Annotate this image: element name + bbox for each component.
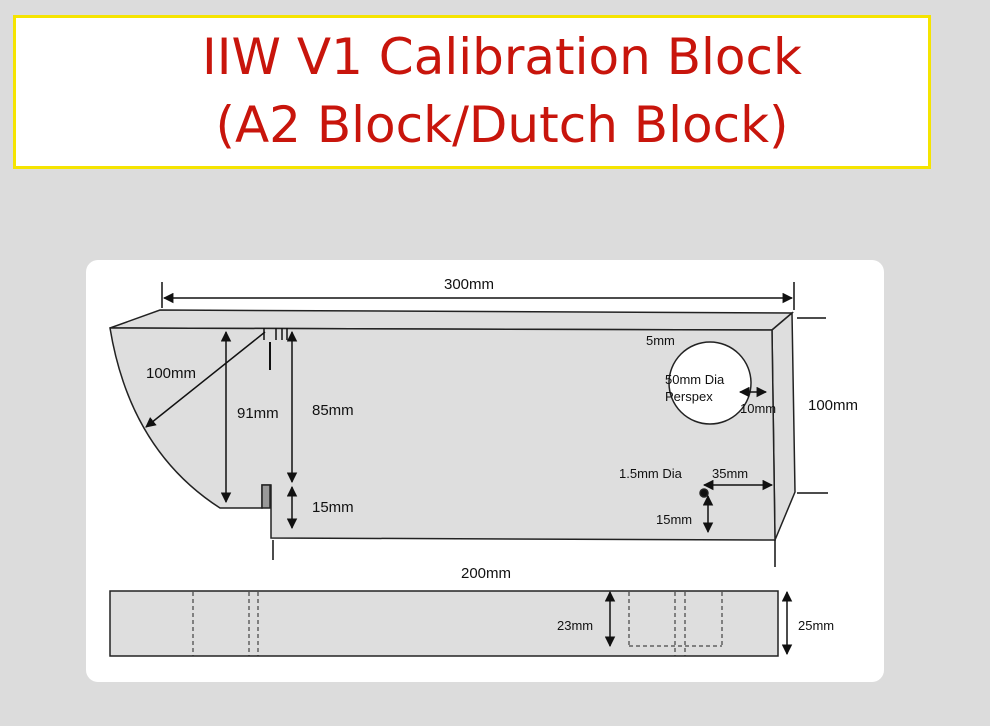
title-line-1: IIW V1 Calibration Block	[202, 28, 802, 86]
label-100mm-height: 100mm	[808, 397, 858, 414]
block-bottom-view	[109, 590, 779, 657]
title-box: IIW V1 Calibration Block (A2 Block/Dutch…	[13, 15, 931, 169]
dimension-lines	[145, 282, 828, 656]
hidden-lines	[192, 592, 723, 656]
label-25mm: 25mm	[798, 618, 834, 633]
label-notch-15mm: 15mm	[312, 499, 354, 516]
small-hole	[699, 488, 709, 498]
label-91mm: 91mm	[237, 405, 279, 422]
block-front-face	[109, 327, 776, 541]
label-hole-15mm: 15mm	[656, 512, 692, 527]
label-1-5mm-dia: 1.5mm Dia	[619, 466, 683, 481]
perspex-insert	[668, 341, 752, 425]
label-perspex: Perspex	[665, 389, 713, 404]
label-radius-100mm: 100mm	[146, 365, 196, 382]
title-line-2: (A2 Block/Dutch Block)	[215, 96, 789, 154]
block-side-face	[771, 311, 796, 541]
label-perspex-dia: 50mm Dia	[665, 372, 725, 387]
notch-slot	[261, 484, 271, 509]
label-85mm: 85mm	[312, 402, 354, 419]
label-10mm: 10mm	[740, 401, 776, 416]
label-200mm: 200mm	[461, 565, 511, 582]
label-5mm: 5mm	[646, 333, 675, 348]
block-top-face	[109, 309, 795, 331]
label-35mm: 35mm	[712, 466, 748, 481]
label-300mm: 300mm	[444, 276, 494, 293]
label-23mm: 23mm	[557, 618, 593, 633]
